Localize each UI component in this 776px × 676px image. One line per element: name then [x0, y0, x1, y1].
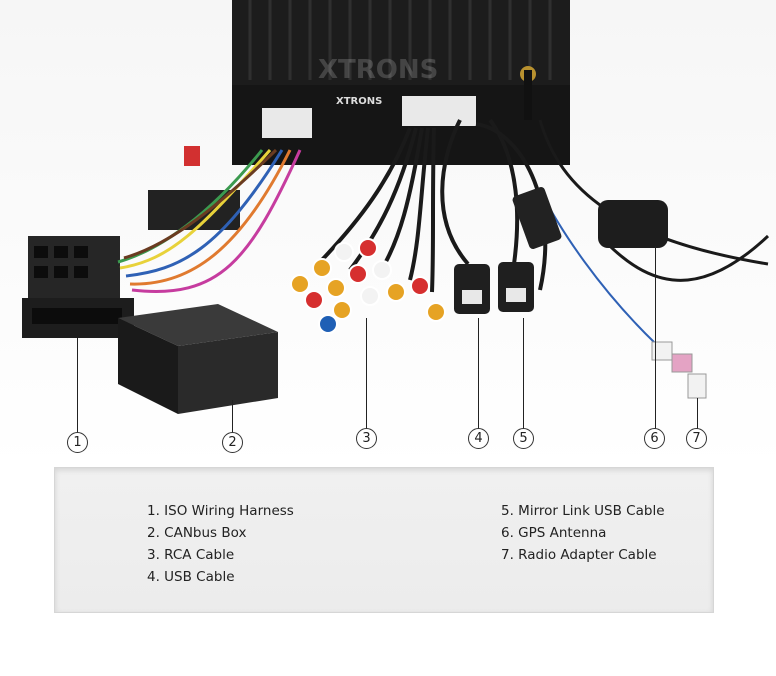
legend-item: 2. CANbus Box — [147, 525, 247, 541]
callout-3: 3 — [356, 428, 377, 449]
callout-4: 4 — [468, 428, 489, 449]
radio-adapter-fakra — [651, 341, 673, 361]
legend-item: 4. USB Cable — [147, 569, 235, 585]
usb-plugs — [454, 262, 534, 314]
legend-column-left: 1. ISO Wiring Harness 2. CANbus Box 3. R… — [147, 500, 294, 588]
brand-logo: XTRONS — [336, 96, 382, 107]
cables-illustration: XTRONS XTRONS — [22, 0, 770, 414]
legend-panel: 1. ISO Wiring Harness 2. CANbus Box 3. R… — [54, 467, 714, 613]
legend-item: 1. ISO Wiring Harness — [147, 503, 294, 519]
callout-4-leader — [478, 318, 479, 434]
legend-item: 6. GPS Antenna — [501, 525, 607, 541]
usb-cable-path — [440, 119, 470, 266]
canbus-box — [118, 304, 278, 414]
callout-5-leader — [523, 318, 524, 434]
legend-item: 5. Mirror Link USB Cable — [501, 503, 665, 519]
callout-1: 1 — [67, 432, 88, 453]
legend-column-right: 5. Mirror Link USB Cable 6. GPS Antenna … — [501, 500, 665, 566]
legend-item: 3. RCA Cable — [147, 547, 235, 563]
callout-6: 6 — [644, 428, 665, 449]
callout-5: 5 — [513, 428, 534, 449]
callout-1-leader — [77, 338, 78, 434]
callout-6-leader — [655, 246, 656, 434]
legend-item: 7. Radio Adapter Cable — [501, 547, 657, 563]
product-photo: XTRONS XTRONS — [0, 0, 776, 470]
gps-antenna-puck — [598, 200, 668, 248]
callout-2: 2 — [222, 432, 243, 453]
callout-7: 7 — [686, 428, 707, 449]
brand-watermark: XTRONS — [318, 55, 438, 85]
callout-3-leader — [366, 318, 367, 434]
rca-cables — [318, 127, 436, 293]
callout-7-leader — [697, 398, 698, 434]
callout-2-leader — [232, 400, 233, 434]
